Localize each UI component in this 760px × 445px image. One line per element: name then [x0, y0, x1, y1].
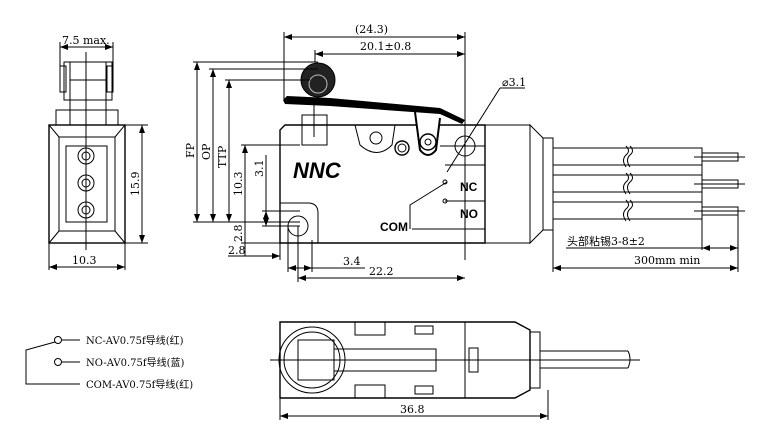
legend-no: NO-AV0.75f导线(蓝) [86, 356, 185, 369]
tin-note: 头部粘锡3-8±2 [567, 234, 645, 248]
dim-offset-b: 2.8 [228, 244, 246, 257]
dim-op: OP [200, 143, 213, 160]
dim-height: 10.3 [232, 172, 245, 197]
dim-fp: FP [184, 142, 197, 158]
label-com: COM [380, 220, 408, 234]
dim-hole-spacing: 3.4 [343, 255, 361, 268]
legend-nc: NC-AV0.75f导线(红) [86, 334, 184, 347]
label-nc: NC [460, 180, 478, 194]
front-view: NNC NC NO COM (24.3) 20.1±0.8 ⌀3.1 FP OP… [184, 23, 554, 282]
wire-com [552, 199, 745, 222]
wires: 头部粘锡3-8±2 300mm min [552, 145, 745, 272]
dim-hole-height: 3.1 [253, 160, 266, 178]
dim-body-length: 22.2 [369, 265, 394, 278]
dim-height: 15.9 [129, 172, 142, 197]
dim-lever-length: 20.1±0.8 [360, 40, 411, 53]
wire-length: 300mm min [634, 254, 700, 267]
dim-width: 10.3 [72, 254, 97, 267]
bottom-view: 36.8 [270, 321, 640, 420]
dim-ttp: TTP [216, 145, 229, 168]
circuit-legend: NC-AV0.75f导线(红) NO-AV0.75f导线(蓝) COM-AV0.… [25, 334, 193, 391]
dim-overall-length: (24.3) [355, 23, 388, 36]
label-no: NO [460, 207, 478, 221]
dim-total-length: 36.8 [400, 403, 425, 416]
lever [283, 62, 465, 146]
side-view: 7.5 max. 15.9 10.3 [48, 34, 148, 270]
wire-nc [552, 145, 745, 168]
wire-no [552, 172, 745, 195]
brand-logo: NNC [293, 158, 342, 183]
legend-com: COM-AV0.75f导线(红) [86, 378, 193, 391]
dim-width-top: 7.5 max. [62, 34, 110, 47]
dim-hole-dia: ⌀3.1 [502, 76, 526, 89]
dim-offset-a: 2.8 [232, 225, 245, 243]
